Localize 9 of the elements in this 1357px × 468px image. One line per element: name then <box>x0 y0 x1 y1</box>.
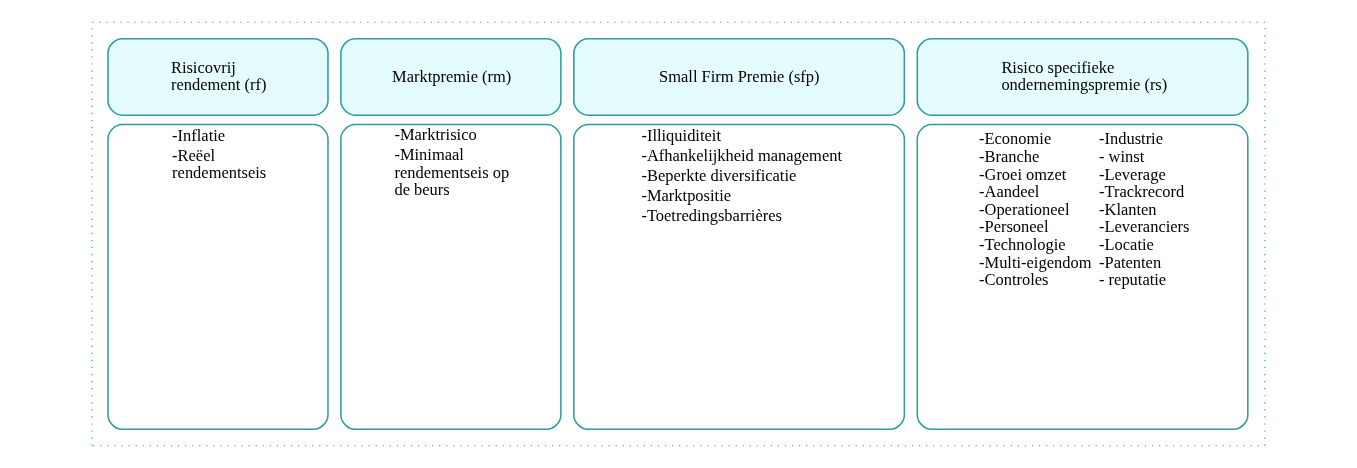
node-box: -Illiquiditeit -Afhankelijkheid management -Beperkte diversificatie -Marktpositie -Toetredingsbarrières <box>573 123 906 431</box>
node-box: Small Firm Premie (sfp) <box>573 37 906 116</box>
node-box: -Marktrisico -Minimaal rendementseis op de beurs <box>340 123 562 431</box>
node-box: Marktpremie (rm) <box>340 37 562 116</box>
node-box: -Inflatie -Reëel rendementseis <box>107 123 329 431</box>
node-box: Risico specifieke ondernemingspremie (rs) <box>916 37 1249 116</box>
node-box: -Economie -Branche -Groei omzet -Aandeel -Operationeel -Personeel -Technologie -Multi-eigendom -Controles -Industrie - winst -Leverage -Trackrecord -Klanten -Leveranciers -Locatie -Patenten - reputatie <box>916 123 1249 431</box>
node-box: Risicovrij rendement (rf) <box>107 37 329 116</box>
cluster <box>91 21 1266 447</box>
